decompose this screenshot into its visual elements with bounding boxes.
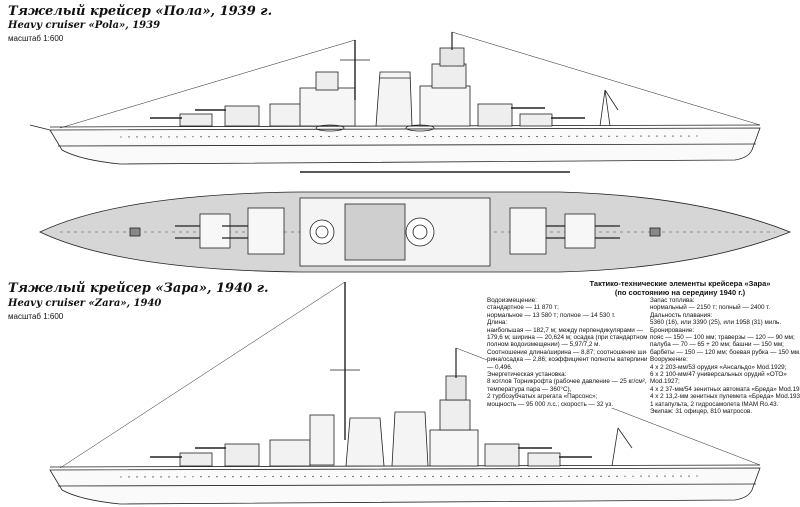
specs-left-column: Водоизмещение:стандартное — 11 870 т;нор… [487, 297, 647, 409]
spec-line: нормальное — 13 580 т; полное — 14 530 т… [487, 311, 616, 319]
spec-line: Дальность плавания: [650, 311, 713, 319]
spec-line: Длина: [487, 319, 508, 327]
spec-line: 8 котлов Торникрофта (рабочее давление —… [487, 378, 647, 386]
specs-title-line2: (по состоянию на середину 1940 г.) [614, 288, 746, 297]
spec-line: наибольшая — 182,7 м; между перпендикуля… [487, 326, 643, 334]
spec-line: палуба — 70 — 65 + 20 мм; башни — 150 мм… [650, 341, 784, 349]
spec-line: Соотношение длина/ширина — 8,87; соотнош… [487, 348, 647, 356]
spec-line: 1 катапульта, 2 гидросамолета IMAM Ro.43… [650, 400, 779, 408]
spec-line: Бронирование: [650, 326, 695, 334]
pola-scale: масштаб 1:600 [8, 34, 64, 43]
spec-line: Запас топлива: [650, 297, 695, 304]
pola-side-profile [29, 31, 761, 173]
zara-side-profile [49, 281, 761, 505]
spec-line: 179,6 м; ширина — 20,624 м; осадка (при … [487, 334, 647, 342]
spec-line: стандартное — 11 870 т; [487, 304, 559, 312]
specs-title: Тактико-технические элементы крейсера «З… [560, 279, 800, 297]
spec-line: — 0,496. [487, 363, 513, 371]
spec-line: нормальный — 2150 т; полный — 2400 т. [650, 304, 771, 312]
spec-line: Энергетическая установка: [487, 371, 567, 379]
spec-line: рина/осадка — 2,86; коэффициент полноты … [487, 356, 647, 364]
spec-line: 2 турбозубчатых агрегата «Парсонс»; [487, 393, 598, 401]
spec-line: 4 x 2 13,2-мм зенитных пулемета «Бреда» … [650, 393, 800, 401]
spec-line: мощность — 95 000 л.с.; скорость — 32 уз… [487, 400, 614, 408]
specs-title-line1: Тактико-технические элементы крейсера «З… [589, 279, 771, 288]
zara-title-en: Heavy cruiser «Zara», 1940 [8, 298, 162, 309]
top-view [39, 191, 792, 273]
spec-line: 6 x 2 100-мм/47 универсальных орудий «ОТ… [650, 371, 787, 379]
spec-line: 4 x 2 37-мм/54 зенитных автомата «Бреда»… [650, 385, 800, 393]
spec-line: полном водоизмещении) — 5,97/7,2 м. [487, 341, 601, 349]
spec-line: 4 x 2 203-мм/53 орудия «Ансальдо» Mod.19… [650, 363, 787, 371]
spec-line: Водоизмещение: [487, 297, 537, 304]
spec-line: Вооружение: [650, 356, 688, 364]
zara-scale: масштаб 1:600 [8, 312, 64, 321]
specs-right-column: Запас топлива:нормальный — 2150 т; полны… [650, 297, 800, 416]
spec-line: Экипаж: 31 офицер, 810 матросов. [650, 408, 753, 416]
spec-line: 5360 (16), или 3390 (25), или 1958 (31) … [650, 319, 782, 327]
zara-title-ru: Тяжелый крейсер «Зара», 1940 г. [8, 281, 269, 296]
pola-title-en: Heavy cruiser «Pola», 1939 [8, 20, 161, 31]
spec-line: Mod.1927; [650, 378, 680, 386]
spec-line: пояс — 150 — 100 мм; траверзы — 120 — 90… [650, 334, 795, 342]
pola-title-ru: Тяжелый крейсер «Пола», 1939 г. [8, 4, 273, 19]
spec-line: барбеты — 150 — 120 мм; боевая рубка — 1… [650, 348, 800, 356]
spec-line: температура пара — 360°C), [487, 385, 572, 393]
